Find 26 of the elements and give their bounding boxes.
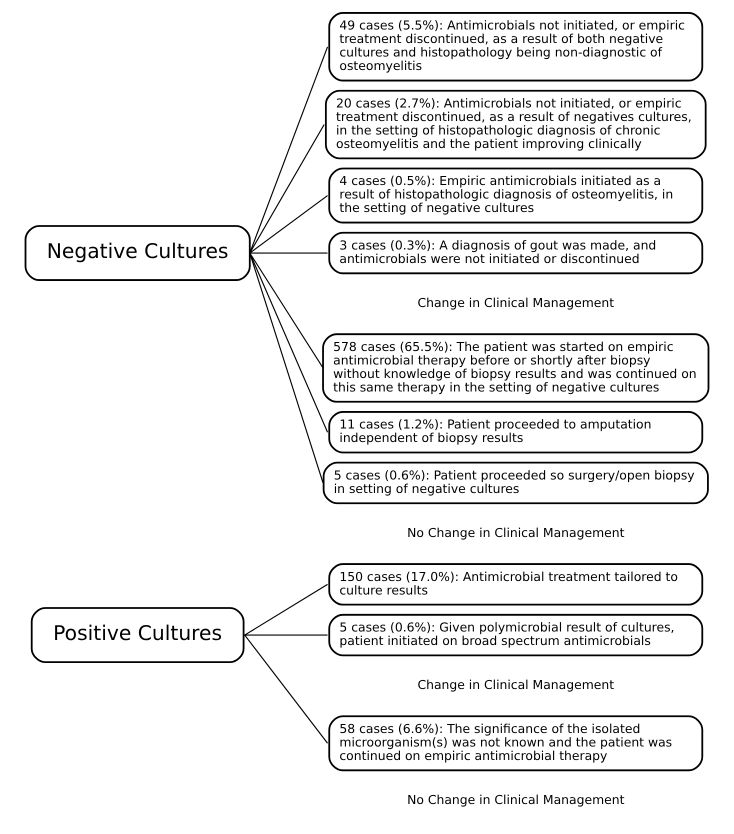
node-box: Negative Cultures bbox=[24, 225, 251, 281]
node-box: 5 cases (0.6%): Given polymicrobial result of cultures, patient initiated on broad spectrum antimicrobials bbox=[328, 614, 704, 656]
node-box: 5 cases (0.6%): Patient proceeded so surgery/open biopsy in setting of negative cultures bbox=[322, 462, 709, 504]
connector bbox=[249, 252, 324, 484]
connector bbox=[244, 584, 328, 636]
connector bbox=[249, 124, 325, 254]
connector bbox=[249, 252, 324, 368]
label: Change in Clinical Management bbox=[417, 294, 614, 310]
connector bbox=[249, 252, 328, 432]
node-box: 58 cases (6.6%): The significance of the isolated microorganism(s) was not known and the patient was continued on empiric antimicrobial therapy bbox=[328, 715, 704, 772]
node-box: 11 cases (1.2%): Patient proceeded to amputation independent of biopsy results bbox=[328, 411, 704, 454]
node-box: Positive Cultures bbox=[30, 607, 244, 664]
connector bbox=[250, 252, 328, 254]
connector bbox=[249, 46, 328, 254]
node-box: 49 cases (5.5%): Antimicrobials not initiated, or empiric treatment discontinued, as a result of both negative cultures and histopathology being non-diagnostic of osteomyelitis bbox=[328, 12, 704, 82]
label: Change in Clinical Management bbox=[417, 676, 614, 692]
node-box: 4 cases (0.5%): Empiric antimicrobials initiated as a result of histopathologic diagnosis of osteomyelitis, in the setting of negative cultures bbox=[328, 168, 704, 224]
node-box: 150 cases (17.0%): Antimicrobial treatment tailored to culture results bbox=[328, 563, 704, 606]
connector bbox=[244, 634, 328, 744]
node-box: 20 cases (2.7%): Antimicrobials not initiated, or empiric treatment discontinued, as a result of negatives cultures, in the setting of histopathologic diagnosis of chronic osteomyelitis and the patient improving clinically bbox=[324, 90, 707, 160]
label: No Change in Clinical Management bbox=[407, 524, 624, 540]
connector bbox=[249, 195, 328, 254]
label: No Change in Clinical Management bbox=[407, 792, 624, 807]
node-box: 3 cases (0.3%): A diagnosis of gout was made, and antimicrobials were not initiated or discontinued bbox=[328, 232, 704, 274]
connector bbox=[244, 634, 328, 636]
node-box: 578 cases (65.5%): The patient was started on empiric antimicrobial therapy before or shortly after biopsy without knowledge of biopsy results and was continued on this same therapy in the setting of negative cultures bbox=[322, 333, 710, 403]
